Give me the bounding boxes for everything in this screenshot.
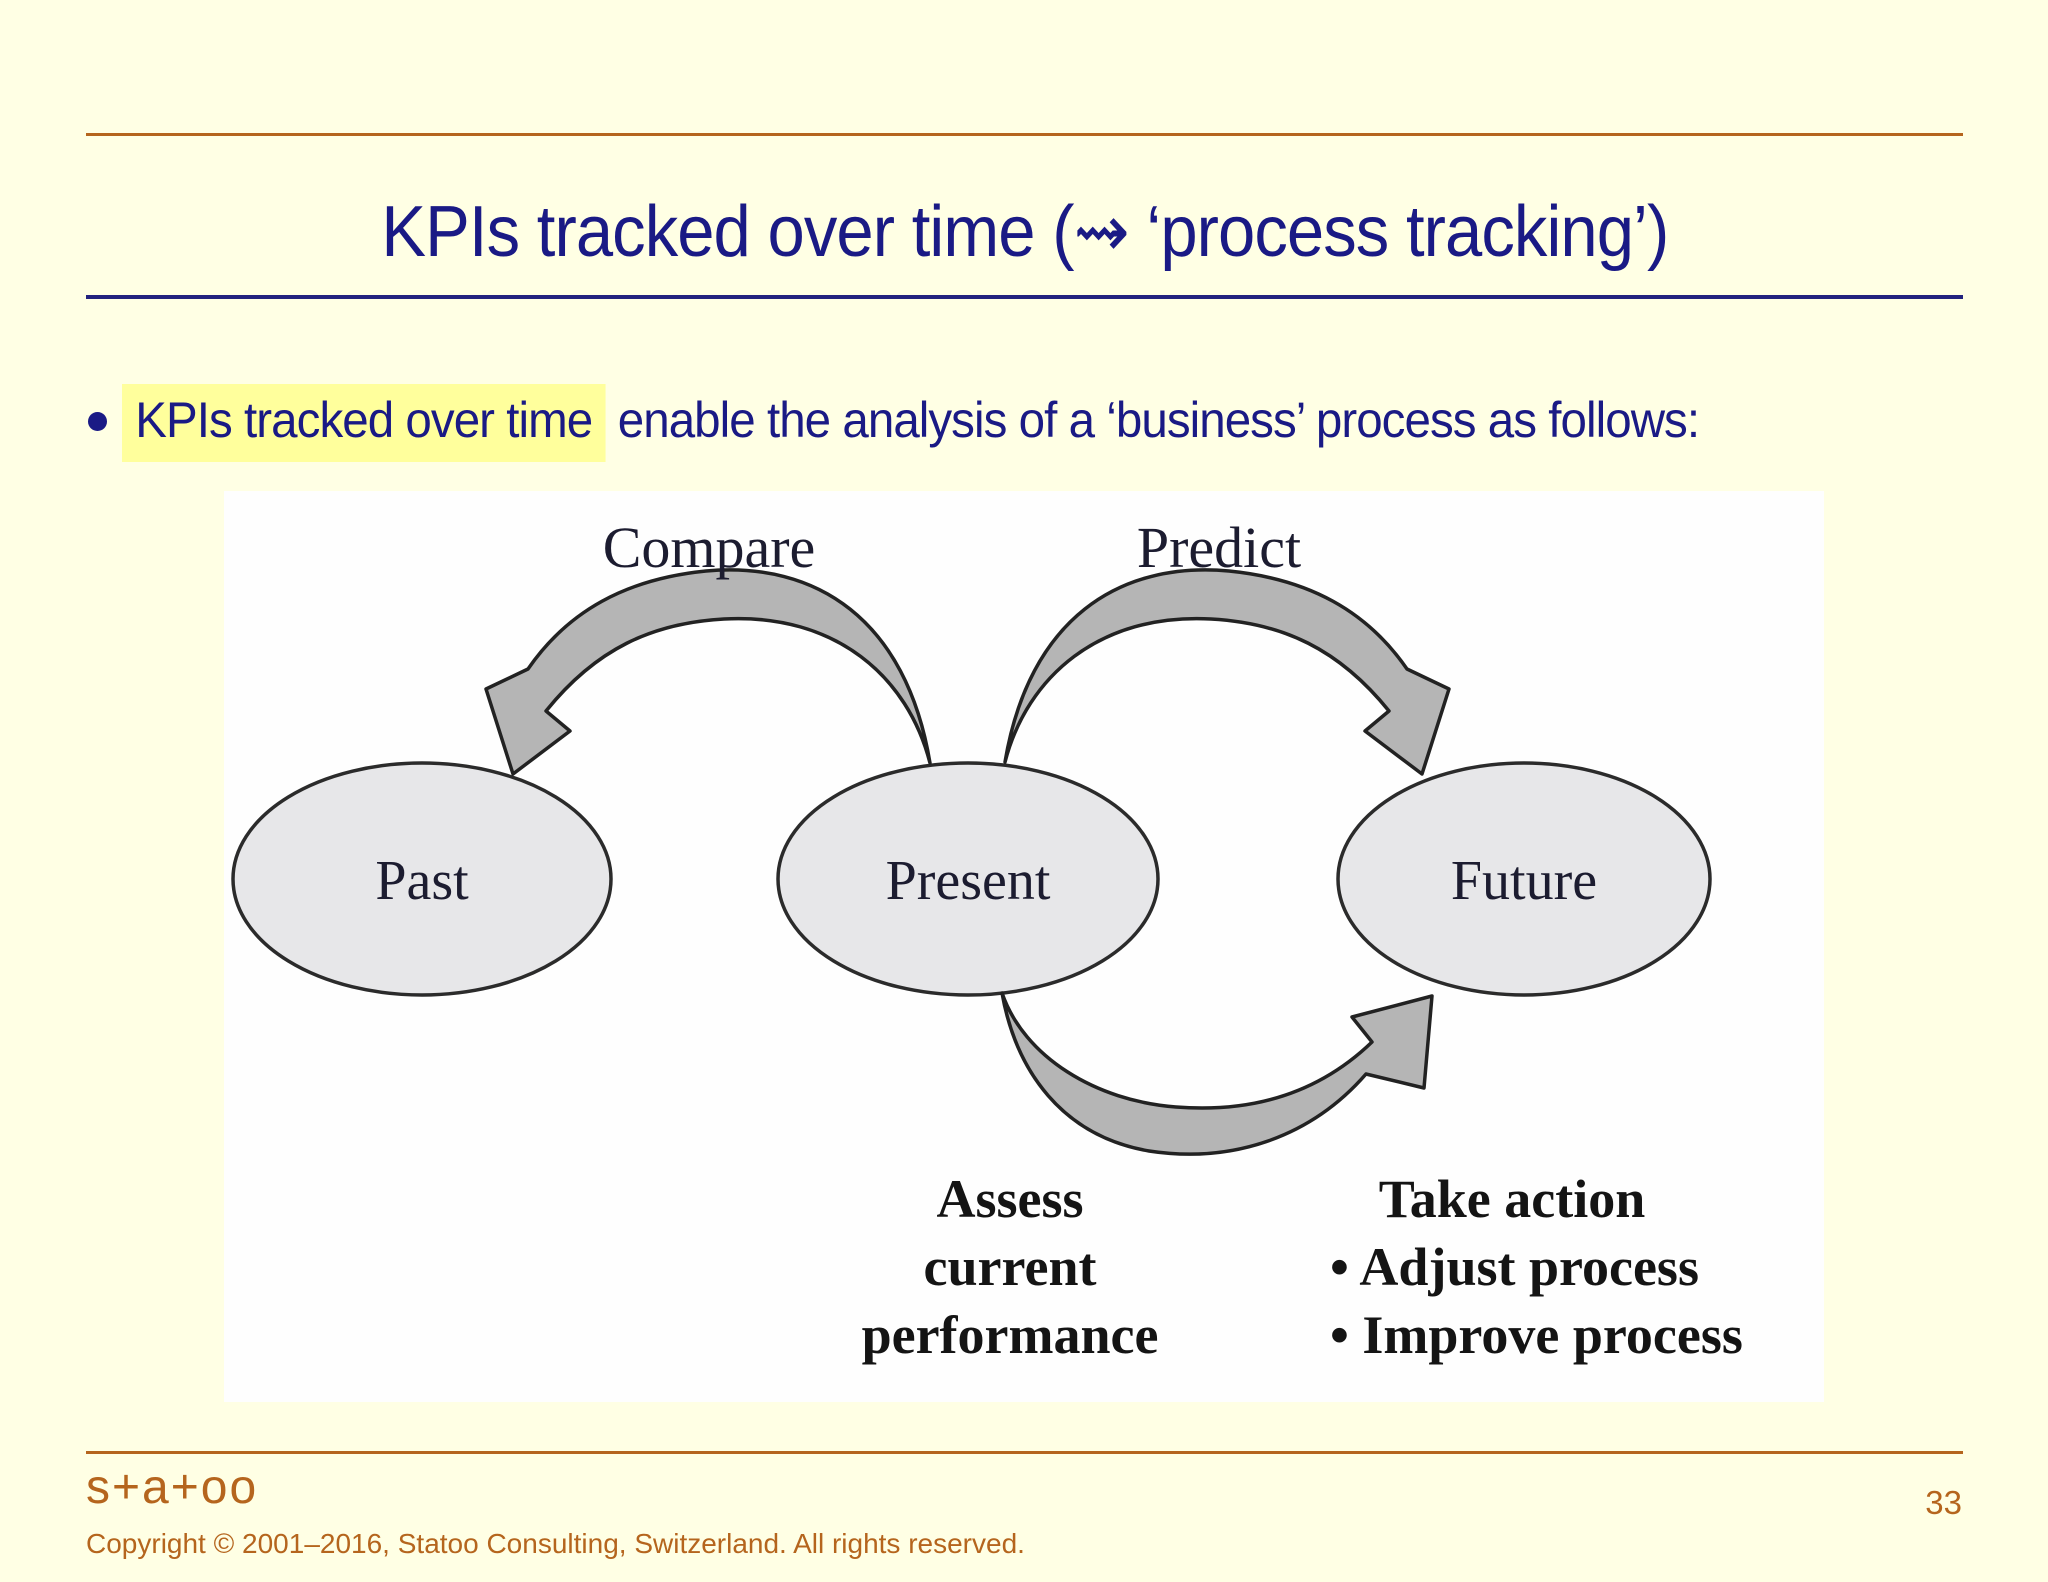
title-underline-rule	[86, 295, 1963, 299]
past-node	[231, 761, 613, 997]
take-action-arrow	[1000, 991, 1434, 1156]
compare-arrow	[484, 568, 932, 776]
copyright-text: Copyright © 2001–2016, Statoo Consulting…	[86, 1528, 1025, 1559]
predict-arrow	[1003, 568, 1451, 776]
process-tracking-diagram: Compare Predict Past Present Future Asse…	[224, 491, 1824, 1402]
statoo-logo: s+a+oo	[86, 1461, 259, 1514]
highlighted-text: KPIs tracked over time	[122, 384, 606, 462]
future-label: Future	[1451, 850, 1597, 912]
bullet-icon	[88, 412, 107, 431]
take-action-item-adjust: • Adjust process	[1330, 1237, 1699, 1297]
compare-label: Compare	[603, 515, 816, 580]
take-action-item-improve: • Improve process	[1330, 1305, 1743, 1365]
present-label: Present	[886, 850, 1051, 912]
assess-line-2: current	[924, 1237, 1097, 1297]
slide-title-text: KPIs tracked over time (⇝ ‘process track…	[381, 192, 1669, 272]
header-top-rule	[86, 133, 1963, 136]
present-node	[776, 761, 1160, 997]
bullet-row: KPIs tracked over time enable the analys…	[0, 382, 2048, 466]
page-number: 33	[1925, 1484, 1962, 1521]
footer-rule	[86, 1451, 1963, 1454]
assess-line-3: performance	[862, 1305, 1159, 1365]
take-action-label: Take action	[1379, 1169, 1646, 1229]
bullet-text: KPIs tracked over time enable the analys…	[122, 382, 1700, 462]
bullet-text-rest: enable the analysis of a ‘business’ proc…	[605, 392, 1700, 448]
process-tracking-diagram-canvas: Compare Predict Past Present Future Asse…	[231, 515, 1743, 1365]
past-label: Past	[375, 850, 469, 912]
predict-label: Predict	[1137, 515, 1301, 580]
future-node	[1336, 761, 1712, 997]
assess-line-1: Assess	[936, 1169, 1083, 1229]
slide-title: KPIs tracked over time (⇝ ‘process track…	[86, 196, 1963, 268]
